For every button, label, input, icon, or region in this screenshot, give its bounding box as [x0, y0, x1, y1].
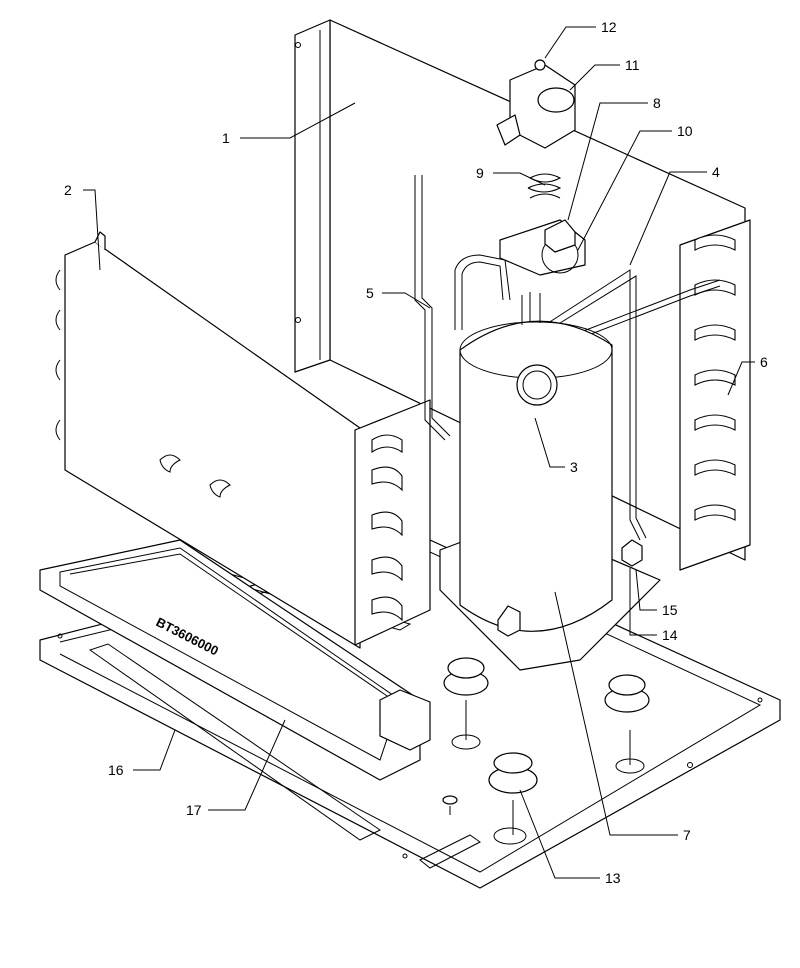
callout-1: 1: [222, 130, 230, 146]
callout-5: 5: [366, 285, 374, 301]
callout-6: 6: [760, 354, 768, 370]
callout-15: 15: [662, 602, 678, 618]
condenser-panel: [294, 19, 746, 561]
grommet-left: [443, 657, 489, 750]
callout-9: 9: [476, 165, 484, 181]
grommet-right: [604, 674, 650, 774]
callouts: 1 2 3 4 5 6 7 8 9 10 11 12 13 14 15 16 1…: [64, 19, 768, 886]
callout-10: 10: [677, 123, 693, 139]
tubing: [414, 175, 721, 541]
callout-12: 12: [601, 19, 617, 35]
callout-3: 3: [570, 459, 578, 475]
callout-14: 14: [662, 627, 678, 643]
evaporator-coil: [55, 231, 431, 649]
callout-4: 4: [712, 164, 720, 180]
callout-17: 17: [186, 802, 202, 818]
leader-lines: [83, 26, 755, 879]
terminal-cover-assembly: [496, 59, 586, 276]
callout-11: 11: [625, 57, 640, 73]
callout-8: 8: [653, 95, 661, 111]
condenser-coil: [679, 219, 751, 571]
isolation-mounts: [442, 657, 650, 845]
callout-13: 13: [605, 870, 621, 886]
condenser-fins: [694, 234, 736, 521]
callout-7: 7: [683, 827, 691, 843]
compressor: [459, 292, 643, 637]
evaporator-fins: [371, 434, 403, 622]
grommet-front: [488, 752, 538, 845]
callout-16: 16: [108, 762, 124, 778]
callout-2: 2: [64, 182, 72, 198]
